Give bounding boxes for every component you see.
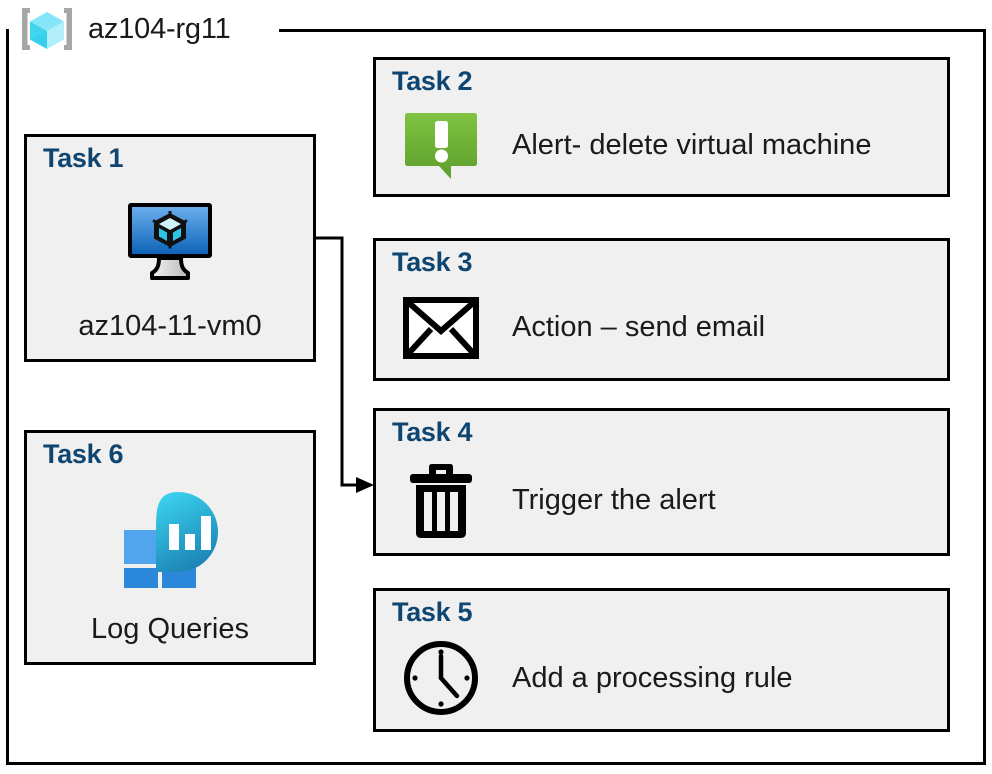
task6-label: Log Queries [91, 613, 249, 645]
task4-card[interactable]: Task 4 Trigger the alert [373, 408, 950, 556]
log-analytics-icon [27, 485, 313, 589]
task1-title: Task 1 [43, 143, 124, 173]
envelope-icon [398, 296, 484, 359]
clock-icon [398, 638, 484, 718]
task3-card[interactable]: Task 3 Action – send email [373, 238, 950, 381]
task3-title: Task 3 [392, 247, 473, 277]
task4-body: Trigger the alert [398, 453, 937, 547]
task2-body: Alert- delete virtual machine [398, 102, 937, 188]
resource-group-cube-icon [16, 4, 78, 54]
task5-title: Task 5 [392, 597, 473, 627]
task3-body: Action – send email [398, 283, 937, 372]
virtual-machine-icon [27, 189, 313, 293]
task4-label: Trigger the alert [512, 483, 716, 516]
task2-label: Alert- delete virtual machine [512, 128, 872, 161]
task1-card[interactable]: Task 1 [24, 134, 316, 362]
resource-group-name: az104-rg11 [88, 12, 231, 45]
task2-card[interactable]: Task 2 Alert- delete virtual machine [373, 57, 950, 197]
task5-card[interactable]: Task 5 Add a processing rule [373, 588, 950, 732]
task6-card[interactable]: Task 6 Log Queri [24, 430, 316, 665]
task6-title: Task 6 [43, 439, 124, 469]
task2-title: Task 2 [392, 66, 473, 96]
alert-exclamation-icon [398, 107, 484, 183]
resource-group-frame [6, 29, 986, 765]
resource-group-header: az104-rg11 [16, 2, 237, 56]
task5-body: Add a processing rule [398, 633, 937, 723]
task3-label: Action – send email [512, 311, 766, 343]
task1-label: az104-11-vm0 [78, 310, 262, 342]
task4-title: Task 4 [392, 417, 473, 447]
trash-delete-icon [398, 460, 484, 540]
task5-label: Add a processing rule [512, 661, 793, 694]
